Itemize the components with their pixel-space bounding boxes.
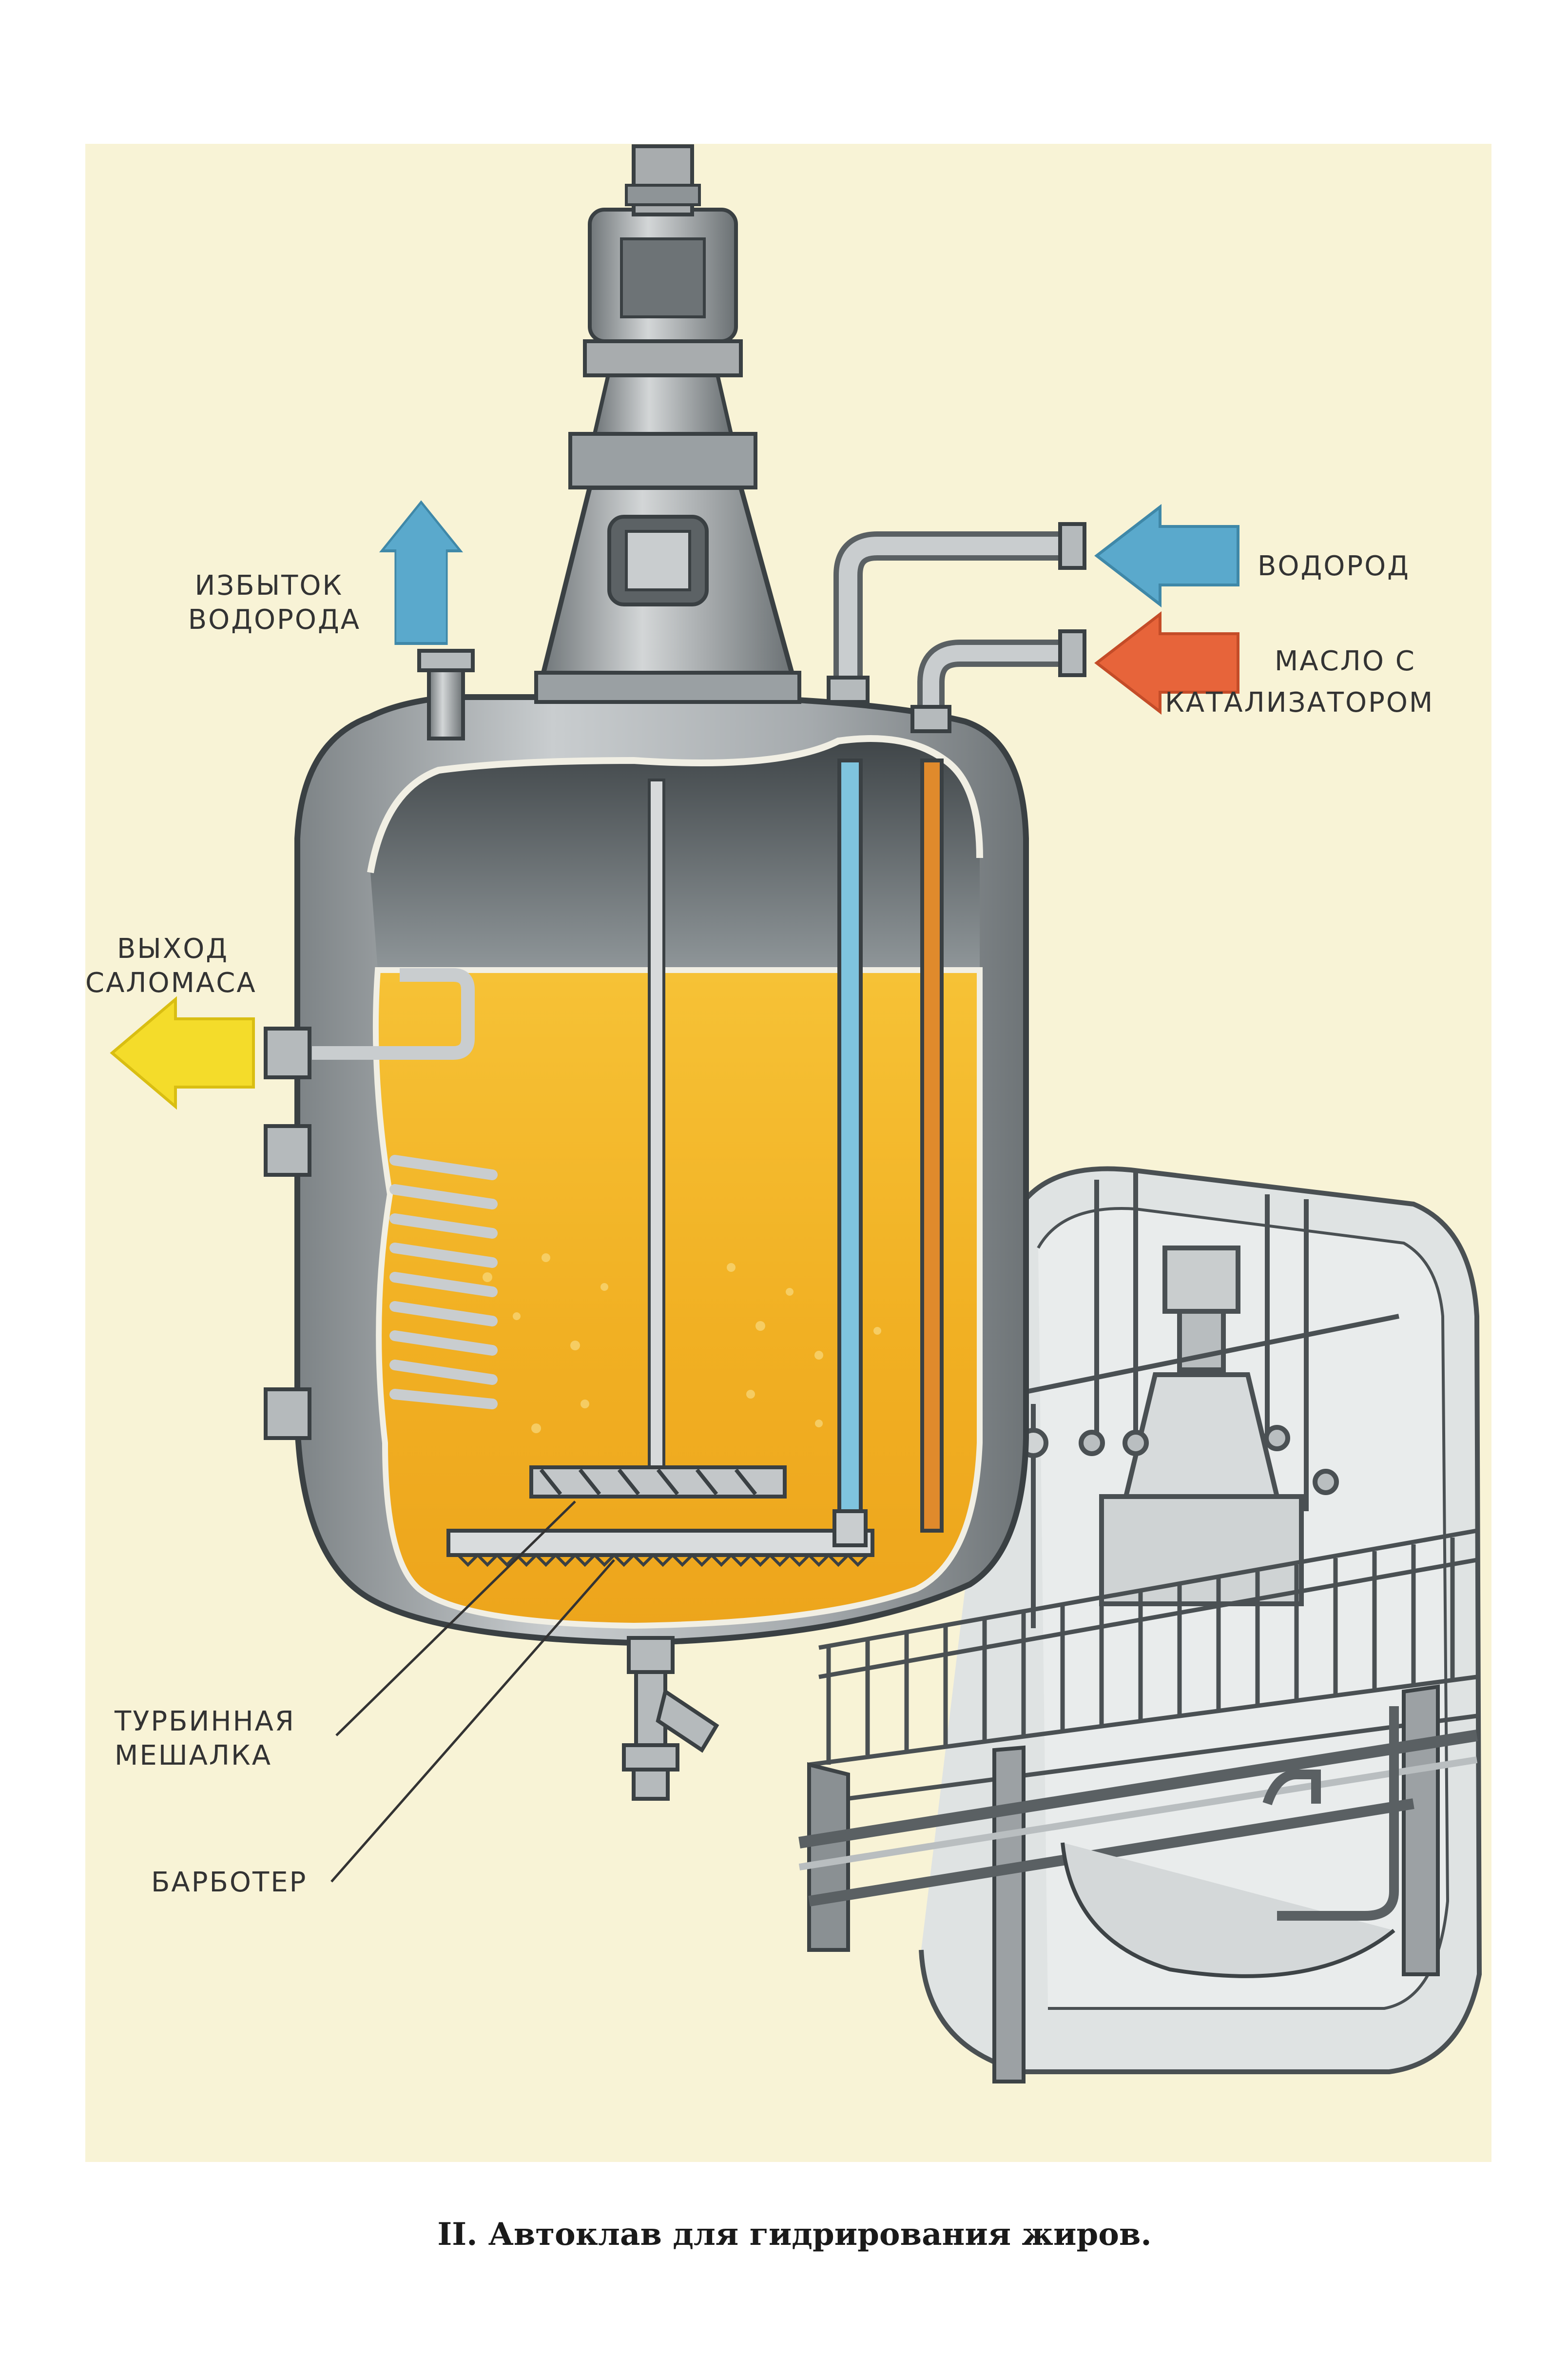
label-excess-hydrogen: ИЗБЫТОК ВОДОРОДА — [188, 570, 361, 636]
outlet-arrow — [110, 996, 255, 1110]
outlet-pipe — [312, 968, 475, 1060]
label-hydrogen: ВОДОРОД — [1258, 550, 1410, 582]
hydrogen-pipe — [827, 522, 1086, 1547]
agitator-shaft — [648, 779, 665, 1474]
cutaway-edge — [367, 735, 983, 874]
agitator-drive — [534, 144, 801, 704]
excess-hydrogen-arrow — [379, 500, 464, 645]
barboter — [446, 1529, 874, 1567]
turbine-mixer — [529, 1465, 787, 1499]
support-frame — [798, 1684, 1478, 2083]
heating-coil — [389, 1155, 498, 1409]
label-salomas-outlet: ВЫХОД САЛОМАСА — [85, 933, 257, 999]
gas-space — [370, 739, 980, 970]
label-turbine-mixer: ТУРБИННАЯ МЕШАЛКА — [114, 1706, 306, 1772]
side-nozzles — [264, 1027, 311, 1440]
label-oil-catalyst: МАСЛО С КАТАЛИЗАТОРОМ — [1165, 645, 1434, 719]
vent-nozzle — [417, 649, 475, 740]
figure-caption: II. Автоклав для гидрирования жиров. — [437, 2216, 1151, 2253]
label-barboter: БАРБОТЕР — [151, 1867, 307, 1898]
hydrogen-inlet-arrow — [1094, 504, 1239, 608]
background-equipment — [919, 1166, 1482, 2074]
oil-pipe — [910, 629, 1086, 1533]
oil-inlet-arrow — [1094, 611, 1239, 715]
drain-valve — [622, 1636, 719, 1801]
leader-lines — [330, 1500, 615, 1883]
oil-bath — [372, 967, 983, 1629]
grating — [809, 1528, 1477, 1806]
